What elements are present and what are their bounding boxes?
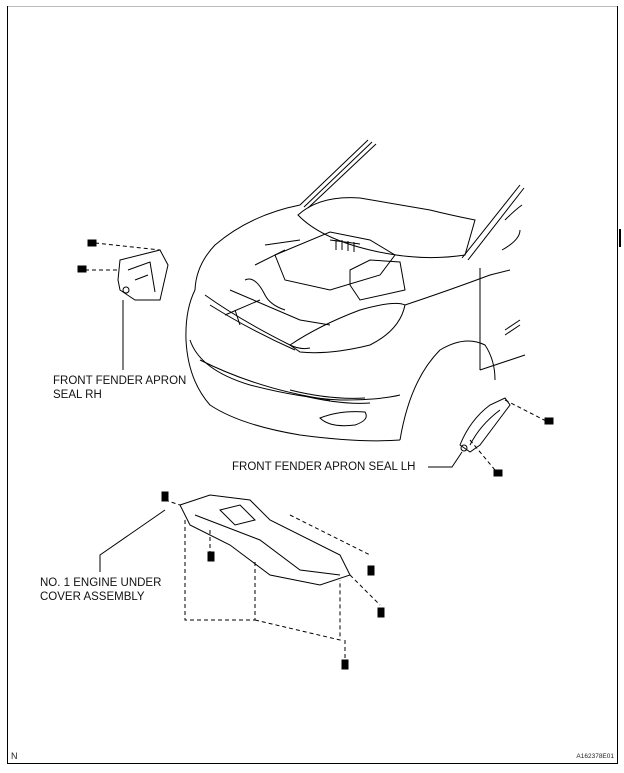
label-line: NO. 1 ENGINE UNDER bbox=[40, 577, 162, 589]
label-line: FRONT FENDER APRON bbox=[53, 375, 187, 387]
label-line: COVER ASSEMBLY bbox=[40, 591, 145, 603]
diagram-frame bbox=[7, 6, 618, 764]
no1-engine-under-cover-assembly bbox=[99, 491, 385, 670]
frame-top-border bbox=[7, 6, 618, 7]
label-front-fender-apron-seal-lh: FRONT FENDER APRON SEAL LH bbox=[232, 461, 416, 473]
front-fender-apron-seal-lh bbox=[428, 397, 554, 477]
corner-mark: N bbox=[11, 751, 18, 761]
bolt-icon bbox=[77, 239, 97, 273]
figure-id: A162378E01 bbox=[576, 753, 614, 760]
label-line: SEAL RH bbox=[53, 389, 102, 401]
label-front-fender-apron-seal-rh: FRONT FENDER APRON SEAL RH bbox=[53, 374, 186, 402]
page-margin-mark bbox=[619, 229, 621, 247]
vehicle-front-body bbox=[185, 139, 526, 442]
front-fender-apron-seal-rh bbox=[85, 242, 169, 370]
label-engine-under-cover: NO. 1 ENGINE UNDER COVER ASSEMBLY bbox=[40, 576, 161, 604]
